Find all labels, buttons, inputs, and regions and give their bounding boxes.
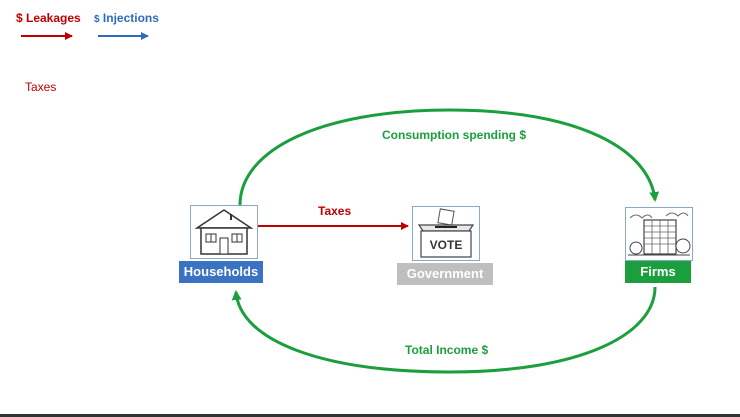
consumption-flow-arrow	[238, 108, 660, 206]
legend-leakages-label: $ Leakages	[16, 11, 81, 25]
office-building-icon	[628, 212, 691, 256]
legend-injections-symbol: $	[94, 14, 100, 25]
firms-icon-frame	[625, 207, 693, 261]
income-flow-arrow	[231, 286, 657, 374]
firms-label: Firms	[625, 261, 691, 283]
house-icon	[194, 209, 254, 255]
bottom-divider	[0, 414, 740, 417]
taxes-flow-label: Taxes	[318, 204, 352, 218]
legend-injections-text: Injections	[102, 11, 159, 25]
ballot-vote-text: VOTE	[430, 238, 463, 252]
ballot-box-icon: VOTE	[417, 208, 475, 258]
consumption-spending-label: Consumption spending $	[382, 128, 526, 142]
households-icon-frame	[190, 205, 258, 259]
side-note-taxes: Taxes	[25, 80, 57, 94]
government-icon-frame: VOTE	[412, 206, 480, 261]
government-label: Government	[397, 263, 493, 285]
total-income-label: Total Income $	[405, 343, 489, 357]
households-label: Households	[179, 261, 263, 283]
legend-injections-label: $ Injections	[94, 11, 159, 25]
